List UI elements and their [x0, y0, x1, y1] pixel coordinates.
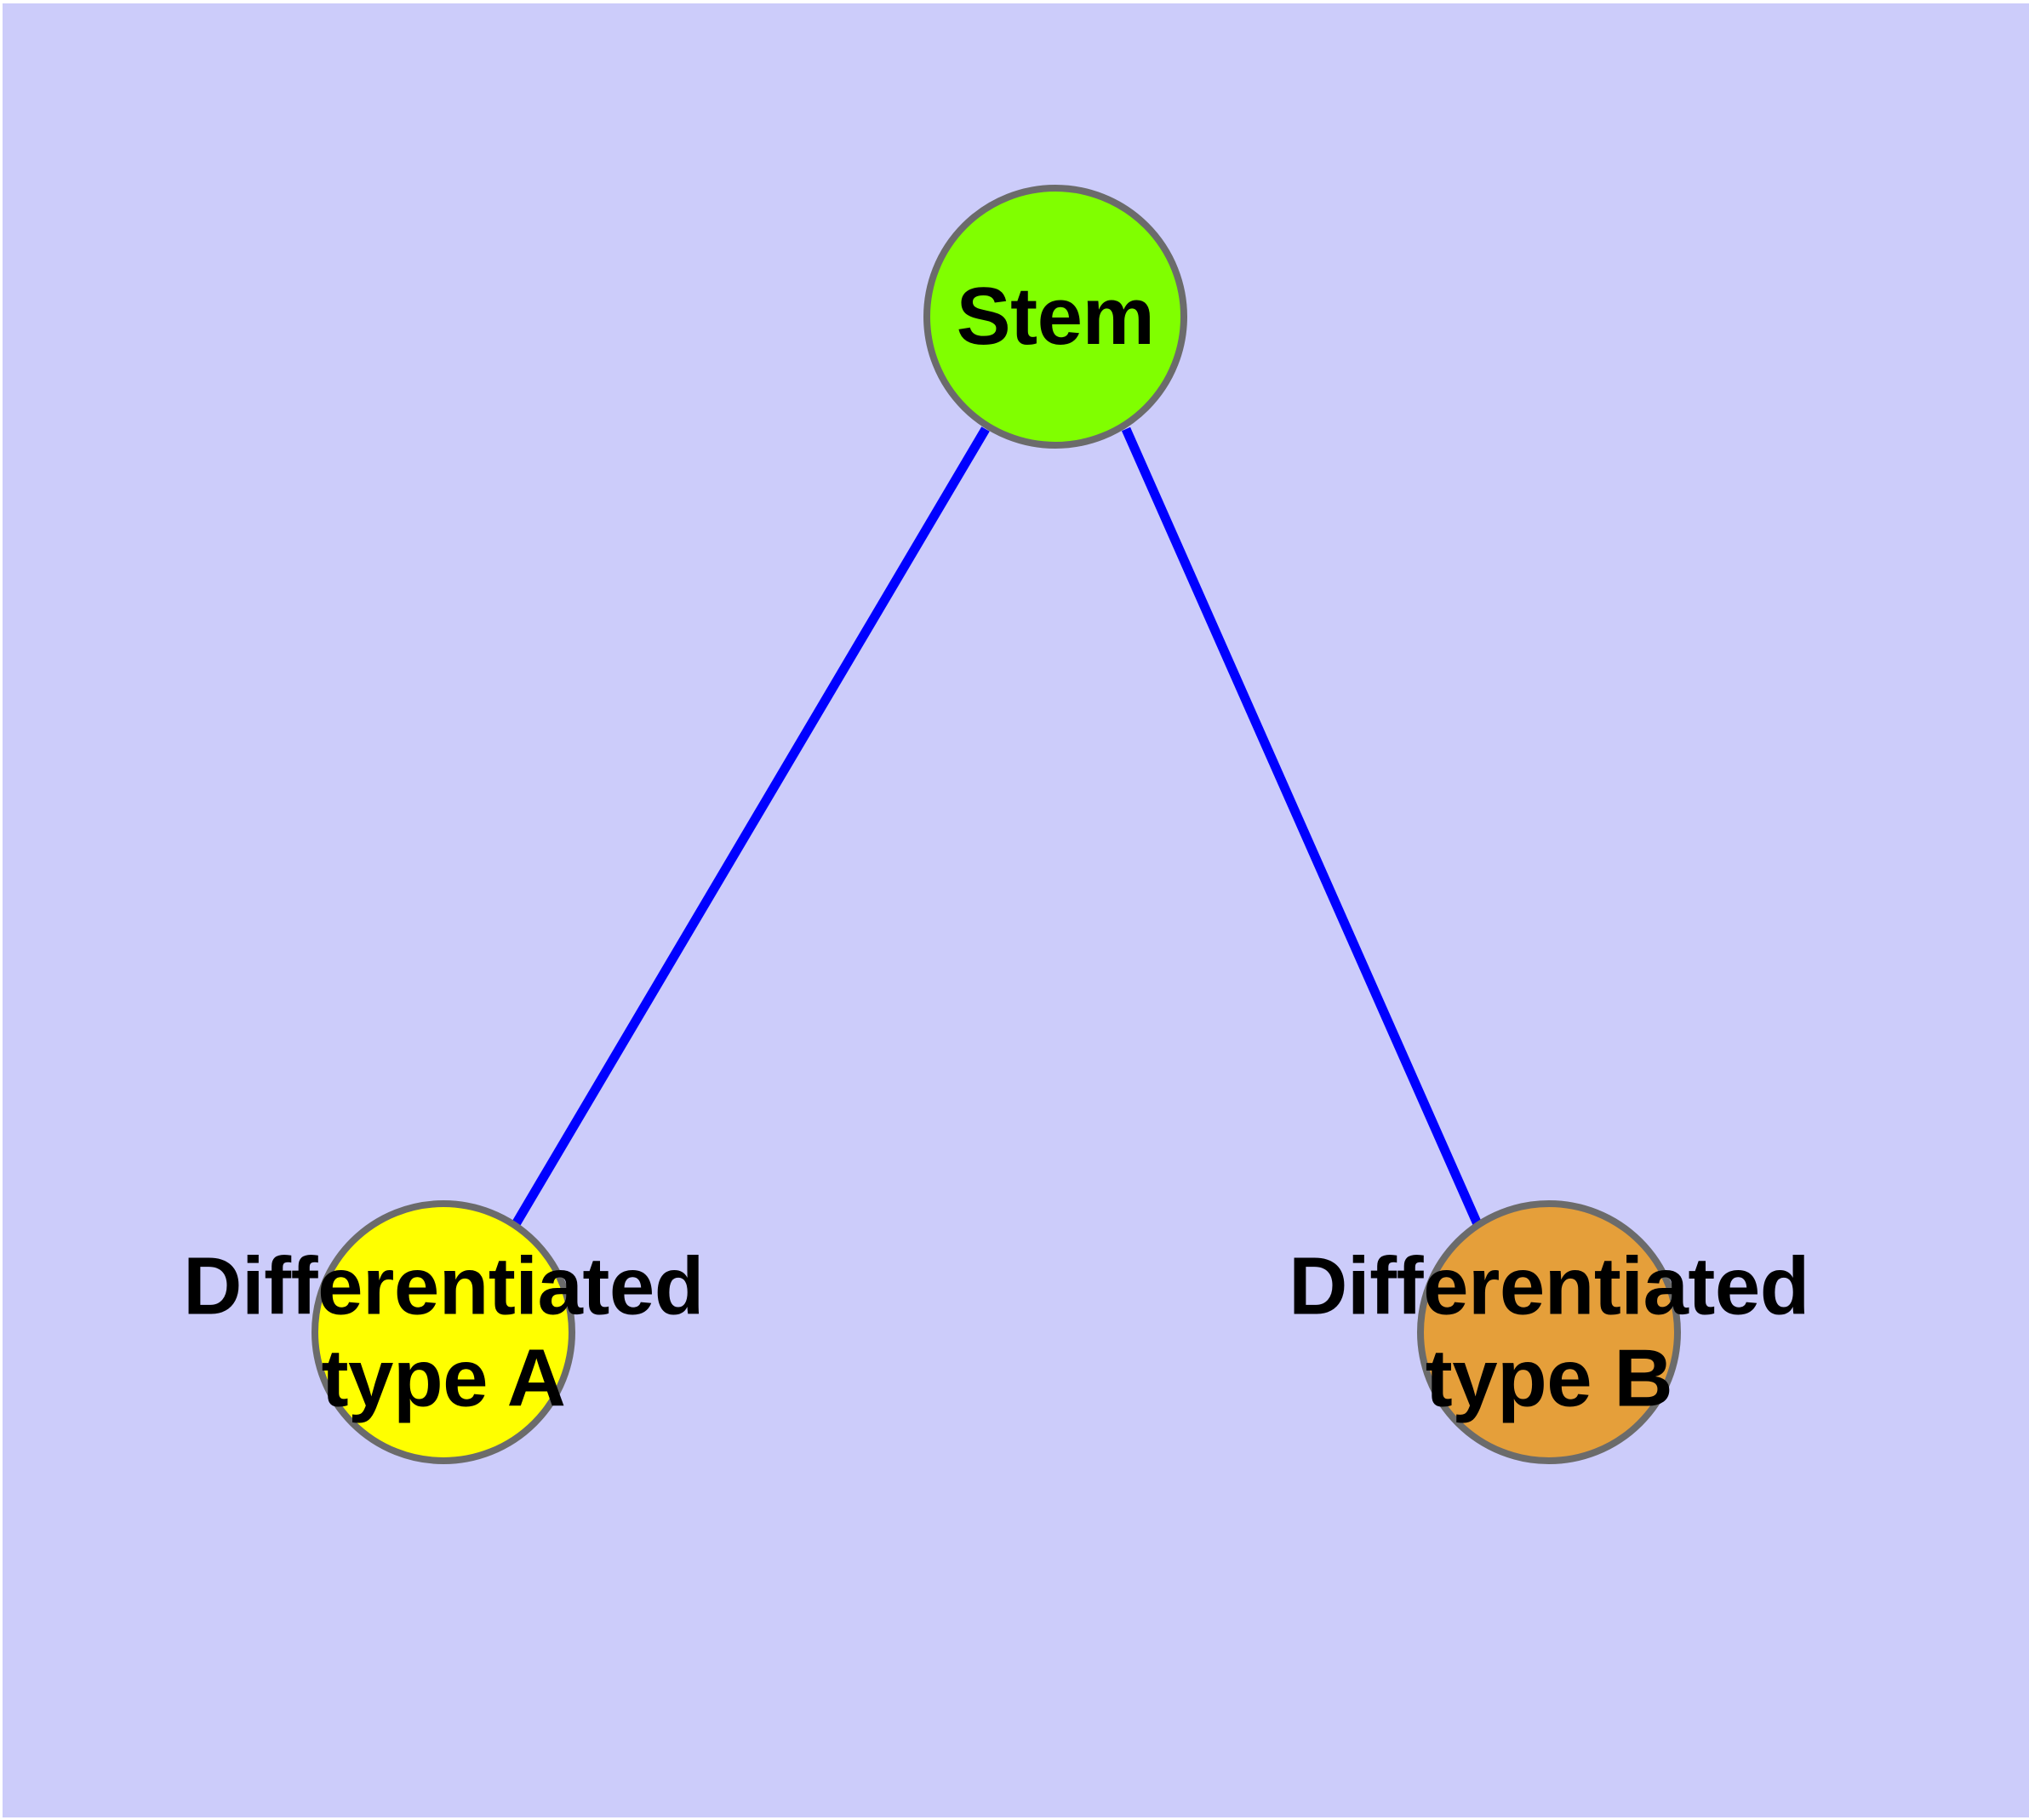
edge-stem-to-differentiated-type-b[interactable] — [1121, 426, 1483, 1227]
node-differentiated-type-a[interactable] — [311, 1200, 575, 1464]
node-differentiated-type-b[interactable] — [1417, 1200, 1681, 1464]
edge-stem-to-differentiated-type-a[interactable] — [512, 426, 990, 1227]
edge-layer — [512, 426, 1483, 1227]
node-stem[interactable]: Stem — [923, 185, 1187, 449]
node-stem-label: Stem — [956, 271, 1155, 363]
